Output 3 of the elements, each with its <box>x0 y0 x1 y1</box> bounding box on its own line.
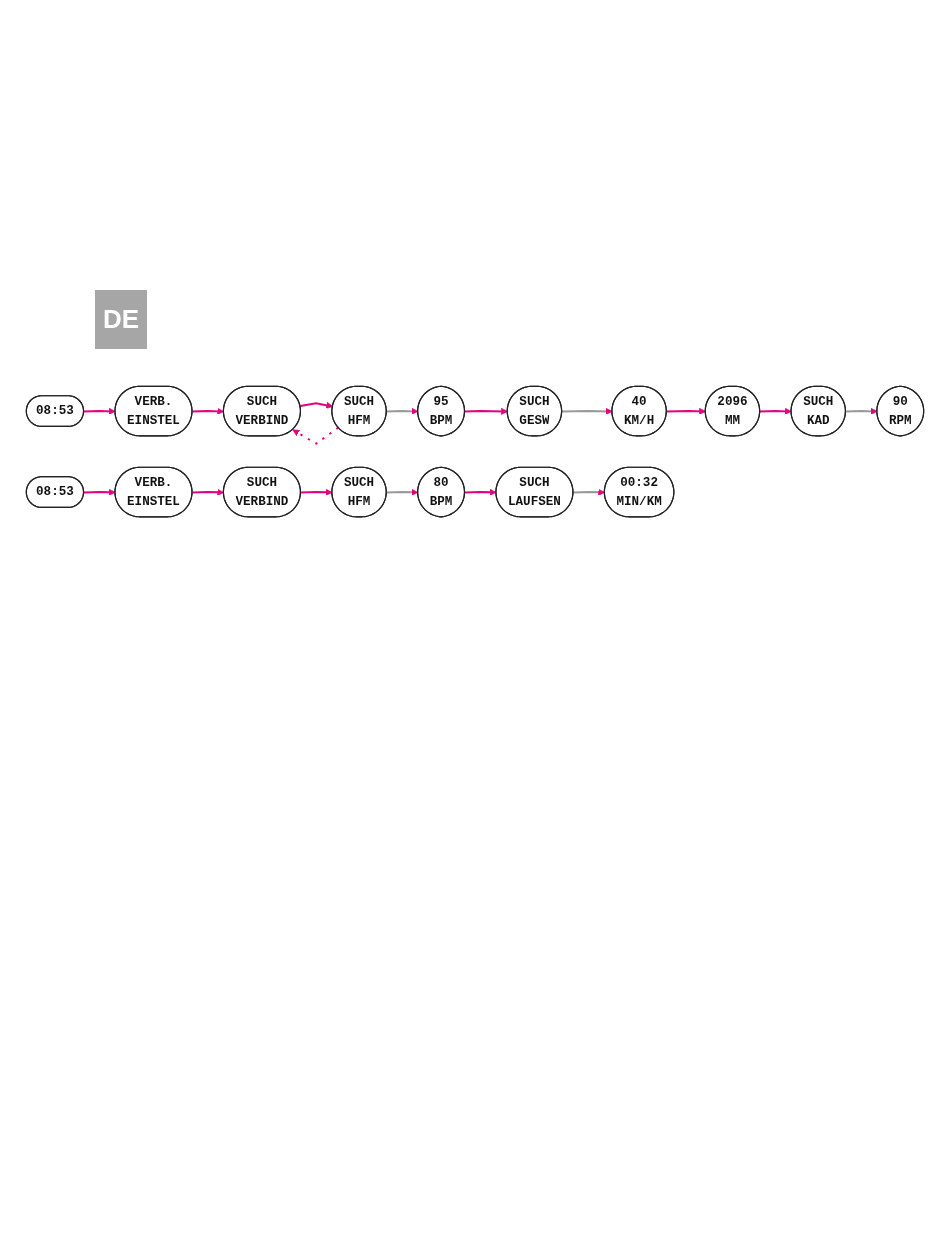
language-tab: DE <box>95 290 148 349</box>
arrow <box>561 407 613 415</box>
arrow <box>759 407 792 415</box>
